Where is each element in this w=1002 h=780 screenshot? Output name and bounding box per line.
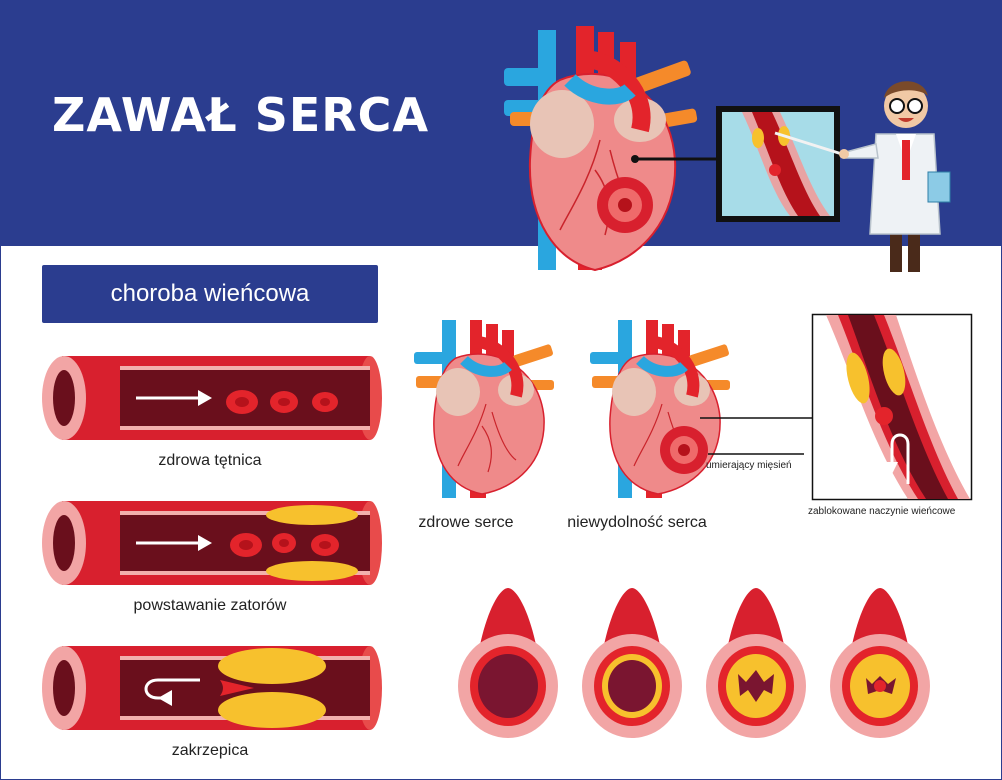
artery-healthy-illustration [42,356,382,440]
subtitle: choroba wieńcowa [110,280,310,307]
heart-caption-healthy: zdrowe serce [418,514,514,531]
callout-dying-muscle: umierający mięsień [706,460,792,471]
subtitle-box: choroba wieńcowa [42,265,378,323]
heart-failing-illustration [590,320,730,498]
cross-section-healthy [458,588,558,738]
artery-plaque-illustration [42,501,382,585]
heart-large-illustration [504,26,698,272]
cross-section-moderate [706,588,806,738]
heart-healthy-illustration [414,320,554,498]
blocked-vessel-illustration [811,313,973,501]
artery-thrombosis-illustration [42,646,382,730]
doctor-illustration [839,81,951,272]
page-title: ZAWAŁ SERCA [52,88,430,142]
artery-caption-plaque: powstawanie zatorów [133,597,287,614]
cross-section-mild [582,588,682,738]
artery-caption-thrombosis: zakrzepica [171,742,249,759]
callout-blocked-vessel: zablokowane naczynie wieńcowe [808,506,956,517]
artery-caption-healthy: zdrowa tętnica [158,452,262,469]
callout-lines [700,417,812,455]
heart-caption-failing: niewydolność serca [567,514,707,531]
cross-section-severe [830,588,930,738]
vessel-cross-sections [458,588,930,738]
presentation-screen [631,106,846,222]
